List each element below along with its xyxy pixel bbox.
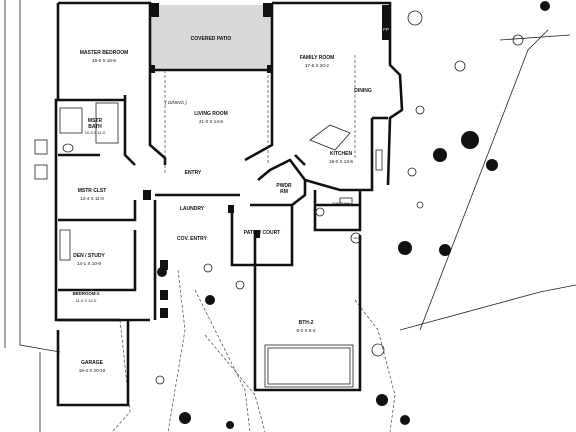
room-size-kitchen: 18-0 X 13-6 [329, 159, 353, 164]
room-name-bedroom-3: GARAGE [81, 360, 104, 366]
room-size-master-bath: 10-3 X 11-0 [85, 130, 106, 135]
fixtures [59, 102, 383, 261]
room-size-master-bedroom: 16-0 X 16-6 [92, 58, 116, 63]
room-labels: MASTER BEDROOM 16-0 X 16-6 COVERED PATIO… [73, 27, 389, 373]
room-name-garage: BTH-2 [299, 320, 314, 326]
columns [143, 3, 390, 318]
covered-patio-area [150, 5, 272, 70]
room-size-living-room: 21-0 X 14-6 [199, 119, 223, 124]
room-name-dining: DINING [354, 88, 372, 94]
room-size-family-room: 17-6 X 20-2 [305, 63, 329, 68]
interior-walls [58, 70, 360, 322]
room-name-covered-patio: COVERED PATIO [191, 36, 232, 42]
site-lines [4, 0, 576, 432]
room-size-bedroom-2: 14-1 X 10-9 [77, 261, 101, 266]
room-name-den-study: PATIO / COURT [244, 230, 280, 236]
room-name-kitchen: KITCHEN [330, 151, 353, 157]
room-size-bath-2: 11-0 X 12-0 [76, 298, 97, 303]
room-name-living-room: LIVING ROOM [194, 111, 228, 117]
room-name-fireplace: FP [383, 27, 389, 32]
room-name-patio-court: COV. ENTRY [177, 236, 208, 242]
room-name-covered-entry: LAUNDRY [180, 206, 205, 212]
garage-door [264, 344, 354, 388]
room-name-master-bedroom: MASTER BEDROOM [80, 50, 129, 56]
room-name-laundry: PWDR RM [332, 202, 349, 206]
room-name-master-closet: MSTR CLST [78, 188, 107, 194]
room-name-family-room: FAMILY ROOM [300, 55, 335, 61]
room-size-master-closet: 12-4 X 11-0 [80, 196, 104, 201]
room-size-garage: 8-2 X 5-3 [297, 328, 316, 333]
room-name-entry: ENTRY [185, 170, 202, 176]
landscape-shrubs [34, 1, 550, 429]
room-name-bedroom-2: DEN / STUDY [73, 253, 105, 259]
room-name-dining-alcove: ( DINING ) [165, 100, 187, 105]
room-name-bath-2: BEDROOM-2 [73, 291, 100, 296]
room-size-bedroom-3: 19-4 X 20-10 [79, 368, 106, 373]
dashed-ceiling-lines [164, 55, 356, 175]
water-heater-label: WH [354, 236, 359, 240]
